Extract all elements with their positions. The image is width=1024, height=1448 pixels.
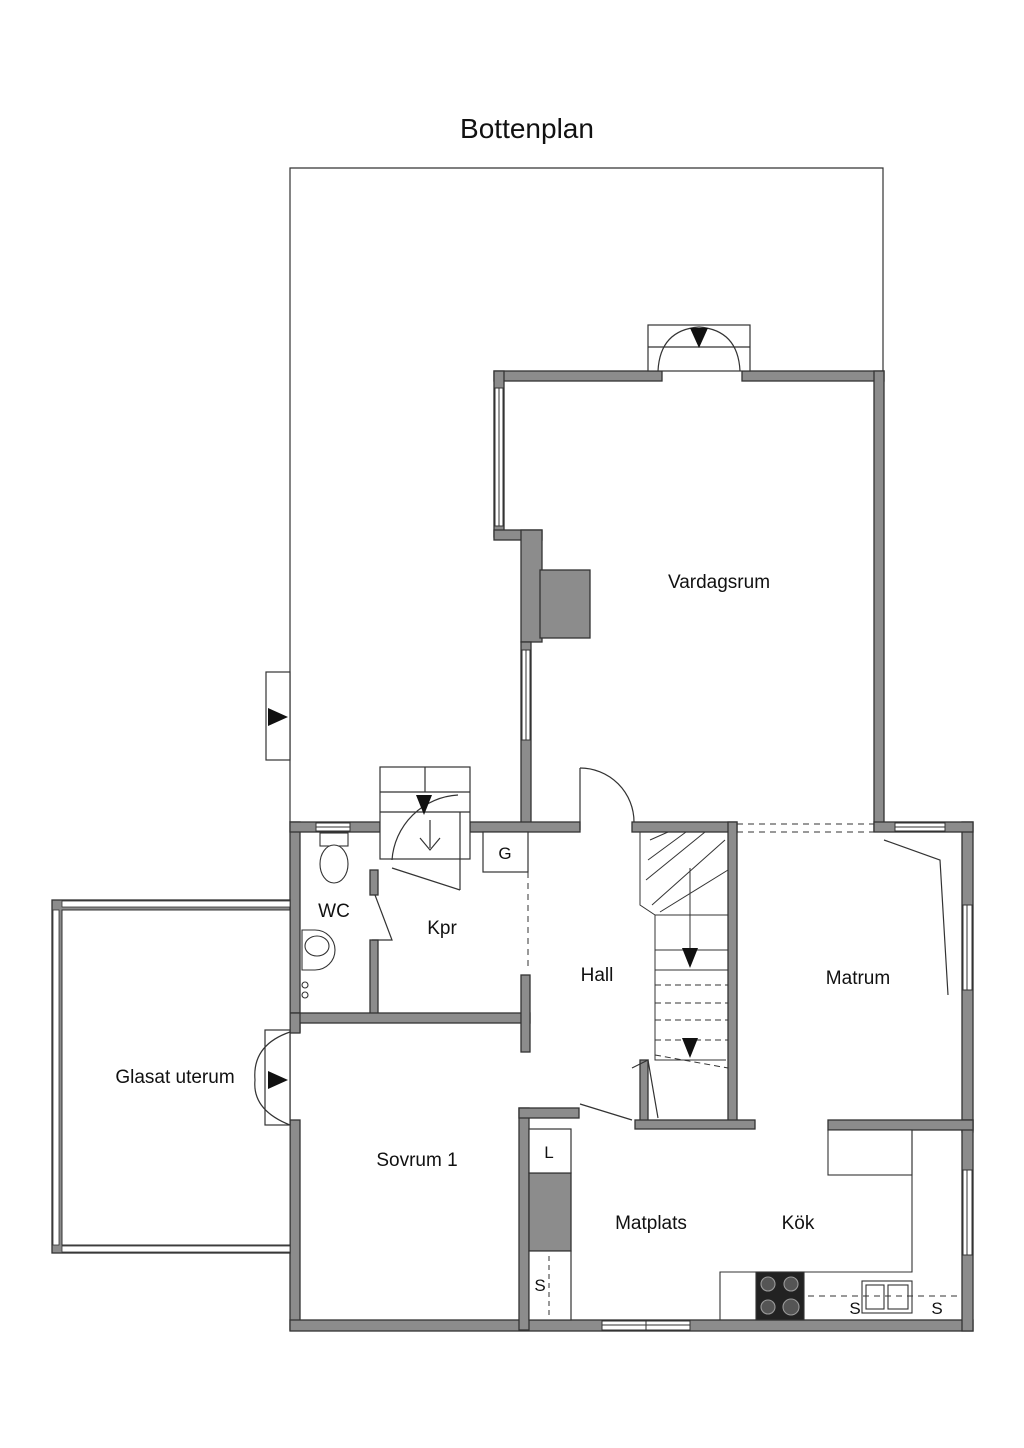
toilet-bowl-icon [319,844,349,884]
wall-sovrum-top-stub [518,1107,580,1119]
glasat-uterum-structure [51,899,291,1254]
kitchen-fixtures [719,1129,962,1321]
terrace-door-swing-right [698,326,741,372]
wall-vardagsrum-top-left [493,370,663,382]
windows [315,387,973,1331]
kitchen-upper-counter [827,1129,913,1176]
plan-title: Bottenplan [460,113,594,144]
kpr-door-swing [391,794,459,861]
room-label-hall: Hall [581,965,614,986]
closet-g-box [482,831,529,873]
matrum-door-leaf [883,839,949,996]
wall-vardagsrum-top-right [741,370,885,382]
closets [482,831,572,1321]
wall-stair-bottom [634,1119,756,1130]
wc-door-leaf [372,894,393,941]
hall-entrance-swing [579,767,635,823]
wall-main-left-lower [289,1119,301,1331]
wall-top-kpr [469,821,581,833]
arrow-down-icon [682,948,698,968]
wall-vardagsrum-right [873,370,885,832]
arrow-down-icon [682,1038,698,1058]
toilet-tank [319,832,349,847]
room-label-matplats: Matplats [615,1213,687,1234]
uterum-window-top [61,900,291,908]
fixture-labels: G L S S S [498,844,942,1318]
wall-hall-stub [520,974,531,1053]
wall-wc-right-upper [369,869,379,896]
room-label-sovrum1: Sovrum 1 [376,1150,457,1171]
room-label-kpr: Kpr [427,918,457,939]
wall-sovrum-right [518,1107,530,1331]
uterum-window-left [52,909,60,1246]
fixture-label-g: G [498,844,511,863]
fixture-label-l: L [544,1143,553,1162]
doors [254,324,949,1126]
closet-s-box [528,1250,572,1321]
uterum-window-bottom [61,1245,291,1253]
kitchen-counter-outline [719,1130,913,1320]
wall-wc-bottom [289,1012,531,1024]
wall-wc-right-lower [369,939,379,1016]
sovrum-door-leaf [579,1103,633,1121]
wall-vardagsrum-left-mid [520,529,543,643]
fixture-label-s-closet: S [534,1276,545,1295]
staircase [639,831,729,1069]
wall-stair-right [727,821,738,1123]
wall-stair-left-lower [639,1059,649,1123]
room-label-kok: Kök [782,1213,815,1234]
terrace-door-swing-left [657,326,700,372]
closet-l-box [528,1128,572,1174]
arrow-down-icon [416,795,432,815]
wall-matrum-kitchen [827,1119,974,1131]
arrow-right-icon [268,1071,288,1089]
room-label-matrum: Matrum [826,968,890,989]
arrow-down-icon [690,328,708,348]
uterum-door-swing-bottom [254,1079,291,1126]
room-labels: Vardagsrum Matrum Hall Kpr WC Glasat ute… [115,572,890,1234]
terrace-outline [289,167,884,822]
fixture-label-s-kitchen-1: S [849,1299,860,1318]
stair-door-leaf [631,1059,659,1119]
fireplace-block [539,569,591,639]
uterum-inner [61,909,291,1246]
wall-sovrum-top [289,1012,301,1034]
fixture-label-s-kitchen-2: S [931,1299,942,1318]
arrow-right-icon [268,708,288,726]
closet-block [528,1172,572,1252]
entry-arrows [268,328,708,1089]
uterum-door-swing-top [254,1031,291,1081]
dashed-openings [527,823,874,970]
room-label-vardagsrum: Vardagsrum [668,572,770,593]
wc-fixtures [301,832,349,999]
wall-top-hall-right [631,821,738,833]
room-label-glasat-uterum: Glasat uterum [115,1067,234,1088]
room-label-wc: WC [318,901,350,922]
wall-main-left-upper [289,821,301,1033]
